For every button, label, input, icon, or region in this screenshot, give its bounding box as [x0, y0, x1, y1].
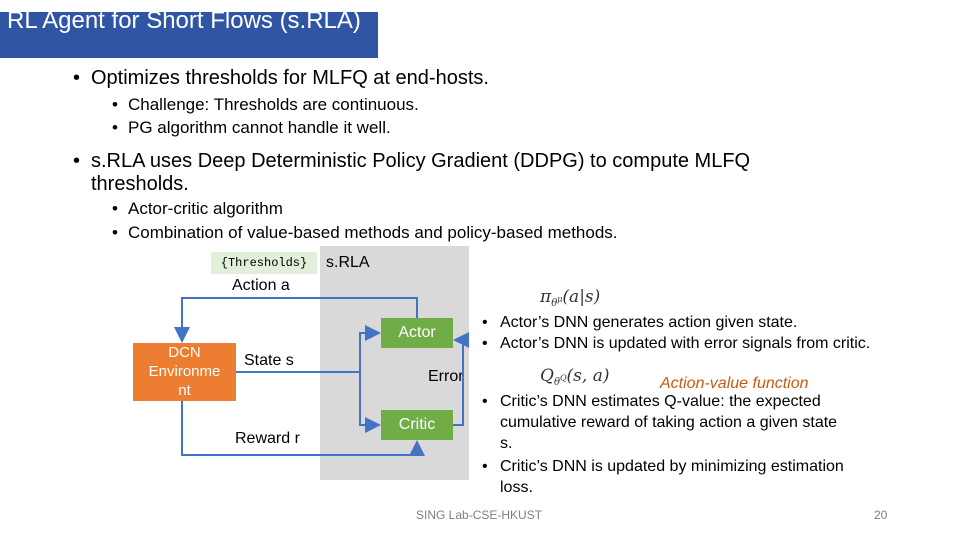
- state-arrow-actor: [236, 325, 381, 373]
- bullet-text-line2: thresholds.: [91, 173, 189, 195]
- action-value-label: Action-value function: [660, 375, 809, 392]
- bullet-dot: •: [482, 393, 488, 410]
- critic-bullet-line: loss.: [500, 479, 533, 496]
- sub-bullet-combination: • Combination of value-based methods and…: [112, 222, 618, 244]
- bullet-dot: •: [482, 335, 488, 352]
- critic-bullet-line: Critic’s DNN estimates Q-value: the expe…: [500, 393, 821, 410]
- policy-formula: πθμ(a|s): [540, 287, 600, 309]
- action-arrow: [174, 297, 418, 343]
- environment-line: DCN: [168, 344, 201, 361]
- bullet-dot: •: [73, 150, 81, 172]
- sub-bullet-text: PG algorithm cannot handle it well.: [128, 118, 391, 137]
- error-arrow: [453, 332, 469, 426]
- bullet-optimizes: • Optimizes thresholds for MLFQ at end-h…: [73, 67, 489, 90]
- actor-bullet-text: Actor’s DNN generates action given state…: [500, 314, 798, 331]
- bullet-dot: •: [112, 118, 118, 137]
- q-superscript: Q: [559, 374, 567, 384]
- critic-bullet-line: s.: [500, 435, 513, 452]
- environment-line: Environme: [148, 363, 221, 380]
- critic-bullet-1: • Critic’s DNN estimates Q-value: the ex…: [482, 391, 838, 454]
- theta-subscript: θ: [553, 377, 560, 389]
- actor-box: Actor: [381, 318, 453, 348]
- environment-line: nt: [178, 382, 191, 399]
- thresholds-label: {Thresholds}: [211, 252, 317, 274]
- sub-bullet-pg: • PG algorithm cannot handle it well.: [112, 117, 391, 139]
- page-number: 20: [874, 508, 888, 522]
- bullet-dot: •: [112, 95, 118, 114]
- pi-symbol: π: [540, 287, 552, 307]
- bullet-dot: •: [73, 67, 81, 89]
- action-label: Action a: [232, 277, 290, 294]
- q-formula: QθQ(s, a): [540, 366, 609, 388]
- sub-bullet-challenge: • Challenge: Thresholds are continuous.: [112, 94, 419, 116]
- bullet-dot: •: [112, 199, 118, 218]
- dcn-environment-box: DCN Environme nt: [133, 343, 236, 401]
- critic-bullet-line: cumulative reward of taking action a giv…: [500, 414, 838, 431]
- critic-bullet-2: • Critic’s DNN is updated by minimizing …: [482, 456, 844, 498]
- q-symbol: Q: [540, 366, 554, 386]
- bullet-text: Optimizes thresholds for MLFQ at end-hos…: [91, 67, 489, 89]
- title-bar: RL Agent for Short Flows (s.RLA): [0, 12, 378, 58]
- state-arrow-critic: [359, 372, 381, 433]
- theta-subscript: θ: [551, 298, 558, 310]
- sub-bullet-text: Challenge: Thresholds are continuous.: [128, 95, 419, 114]
- srla-label: s.RLA: [326, 254, 370, 271]
- q-args: (s, a): [566, 366, 610, 386]
- critic-box: Critic: [381, 410, 453, 440]
- bullet-dot: •: [482, 314, 488, 331]
- sub-bullet-text: Combination of value-based methods and p…: [128, 223, 618, 242]
- bullet-text-line1: s.RLA uses Deep Deterministic Policy Gra…: [91, 150, 751, 172]
- state-label: State s: [244, 352, 294, 369]
- bullet-ddpg: • s.RLA uses Deep Deterministic Policy G…: [73, 150, 751, 196]
- actor-bullet-2: • Actor’s DNN is updated with error sign…: [482, 333, 871, 354]
- actor-bullet-1: • Actor’s DNN generates action given sta…: [482, 312, 798, 333]
- srla-panel: [320, 246, 469, 480]
- error-label: Error: [428, 368, 464, 385]
- actor-bullet-text: Actor’s DNN is updated with error signal…: [500, 335, 871, 352]
- sub-bullet-actor-critic: • Actor-critic algorithm: [112, 198, 283, 220]
- policy-args: (a|s): [562, 287, 601, 307]
- mu-superscript: μ: [557, 295, 563, 305]
- bullet-dot: •: [112, 223, 118, 242]
- critic-bullet-line: Critic’s DNN is updated by minimizing es…: [500, 458, 844, 475]
- reward-label: Reward r: [235, 430, 300, 447]
- sub-bullet-text: Actor-critic algorithm: [128, 199, 283, 218]
- footer-lab: SING Lab-CSE-HKUST: [416, 508, 543, 522]
- slide-title: RL Agent for Short Flows (s.RLA): [7, 12, 361, 34]
- bullet-dot: •: [482, 458, 488, 475]
- reward-arrow: [181, 401, 425, 456]
